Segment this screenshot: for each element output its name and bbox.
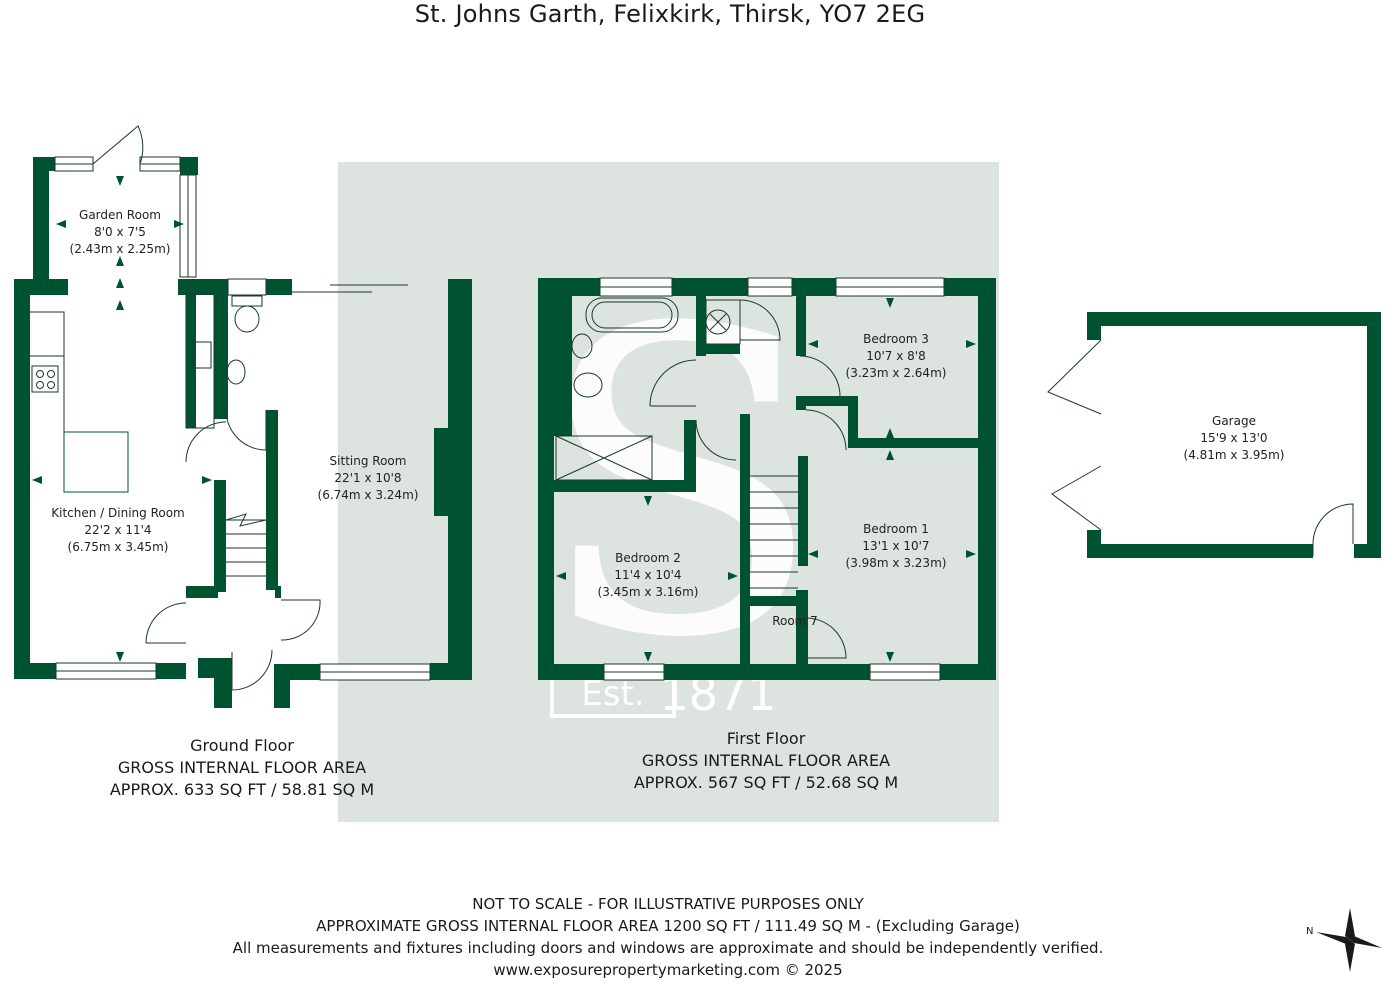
kitchen-imperial: 22'2 x 11'4 <box>84 523 151 537</box>
garage-metric: (4.81m x 3.95m) <box>1184 448 1285 462</box>
garage-name: Garage <box>1212 414 1256 428</box>
bedroom2-metric: (3.45m x 3.16m) <box>598 585 699 599</box>
first-floor-name: First Floor <box>726 729 806 748</box>
sitting-room-name: Sitting Room <box>330 454 407 468</box>
room7-name: Room 7 <box>772 614 818 628</box>
ground-stairs <box>225 513 267 577</box>
sitting-room-metric: (6.74m x 3.24m) <box>318 488 419 502</box>
first-floor-area: APPROX. 567 SQ FT / 52.68 SQ M <box>633 773 899 792</box>
bedroom2-imperial: 11'4 x 10'4 <box>614 568 681 582</box>
garage-walls <box>1087 312 1381 558</box>
garden-room-metric: (2.43m x 2.25m) <box>70 242 171 256</box>
bedroom3-name: Bedroom 3 <box>863 332 929 346</box>
ground-floor-area: APPROX. 633 SQ FT / 58.81 SQ M <box>109 780 375 799</box>
ground-floor-fixtures <box>30 125 431 691</box>
first-floor-fixtures <box>555 277 945 681</box>
ground-floor-walls <box>14 157 472 708</box>
kitchen-metric: (6.75m x 3.45m) <box>68 540 169 554</box>
website-link[interactable]: www.exposurepropertymarketing.com © 2025 <box>493 961 843 979</box>
kitchen-name: Kitchen / Dining Room <box>51 506 185 520</box>
sitting-room-imperial: 22'1 x 10'8 <box>334 471 401 485</box>
disclaimer: NOT TO SCALE - FOR ILLUSTRATIVE PURPOSES… <box>140 893 1196 981</box>
garage-imperial: 15'9 x 13'0 <box>1200 431 1267 445</box>
ground-floor-name: Ground Floor <box>190 736 294 755</box>
first-floor-label: First Floor GROSS INTERNAL FLOOR AREA AP… <box>616 728 916 794</box>
first-floor-area-label: GROSS INTERNAL FLOOR AREA <box>641 751 891 770</box>
watermark-est: Est. <box>581 674 644 714</box>
compass-north-label: N <box>1306 926 1313 937</box>
first-floor-arrows <box>556 298 976 662</box>
bedroom3-imperial: 10'7 x 8'8 <box>866 349 926 363</box>
disclaimer-line-3: All measurements and fixtures including … <box>232 939 1104 957</box>
garden-room-imperial: 8'0 x 7'5 <box>94 225 146 239</box>
ground-floor-arrows <box>32 176 212 662</box>
ground-floor-area-label: GROSS INTERNAL FLOOR AREA <box>117 758 367 777</box>
room-labels: Garden Room 8'0 x 7'5 (2.43m x 2.25m) Ki… <box>51 208 1284 628</box>
bedroom3-metric: (3.23m x 2.64m) <box>846 366 947 380</box>
disclaimer-line-2: APPROXIMATE GROSS INTERNAL FLOOR AREA 12… <box>316 917 1020 935</box>
compass-rose-icon: N <box>1306 908 1382 972</box>
disclaimer-line-1: NOT TO SCALE - FOR ILLUSTRATIVE PURPOSES… <box>472 895 864 913</box>
bedroom1-metric: (3.98m x 3.23m) <box>846 556 947 570</box>
page-title: St. Johns Garth, Felixkirk, Thirsk, YO7 … <box>414 0 926 28</box>
garden-room-name: Garden Room <box>79 208 161 222</box>
bedroom1-imperial: 13'1 x 10'7 <box>862 539 929 553</box>
garage-doors <box>1047 339 1354 556</box>
first-floor-stairs <box>750 475 798 589</box>
first-floor-walls <box>538 278 996 680</box>
bedroom1-name: Bedroom 1 <box>863 522 929 536</box>
ground-floor-label: Ground Floor GROSS INTERNAL FLOOR AREA A… <box>92 735 392 801</box>
bedroom2-name: Bedroom 2 <box>615 551 681 565</box>
